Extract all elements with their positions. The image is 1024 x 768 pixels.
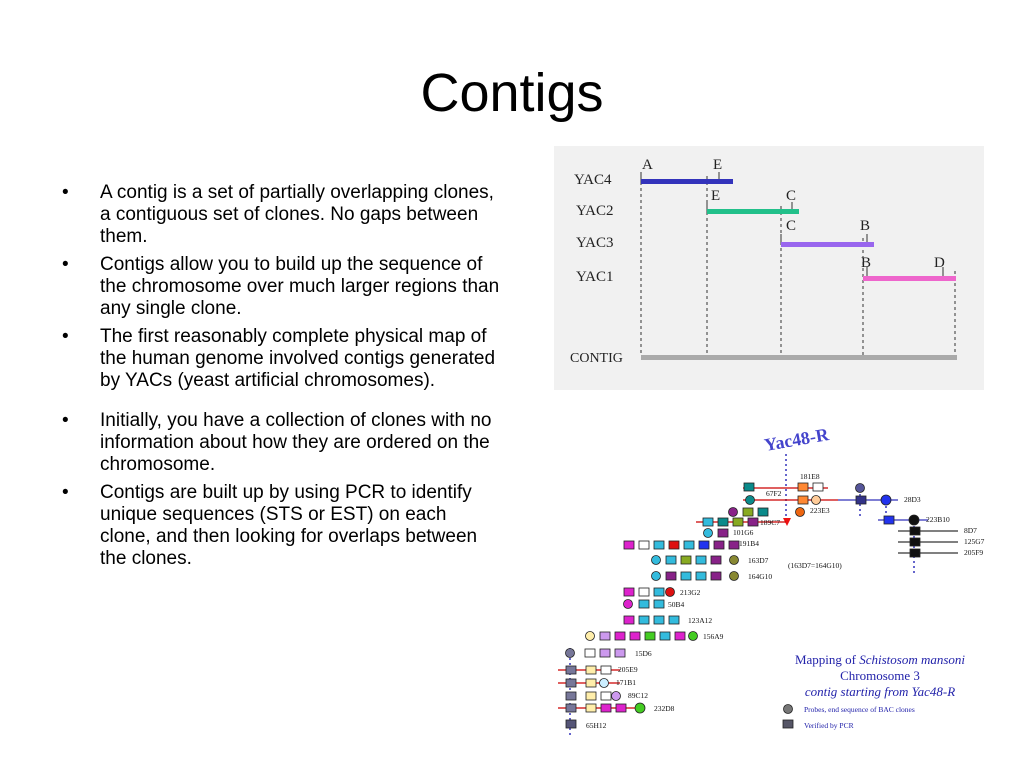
marker-letters: A E E C C B B D (642, 157, 945, 271)
bullet-icon: • (62, 482, 69, 503)
clone-label: 125G7 (964, 537, 985, 546)
yac1-bar (863, 276, 956, 281)
yac-diagram-svg: YAC4 YAC2 YAC3 YAC1 CONTIG A E E C C B B… (570, 157, 957, 366)
clone-label: 50B4 (668, 600, 685, 609)
bullet-item: • Contigs are built up by using PCR to id… (62, 482, 502, 570)
pointer-arrow-icon (783, 518, 791, 526)
marker-label: E (711, 188, 720, 204)
clone-chains (565, 482, 921, 729)
bullet-item: • Contigs allow you to build up the seque… (62, 254, 502, 320)
marker-label: A (642, 157, 653, 173)
caption-line-2: Chromosome 3 (840, 668, 920, 683)
bullet-text: Initially, you have a collection of clon… (100, 410, 492, 475)
yac2-label: YAC2 (576, 203, 614, 219)
guide-lines (640, 176, 956, 356)
clone-label: (163D7=164G10) (788, 561, 842, 570)
clone-label: 232D8 (654, 704, 675, 713)
black-lines (898, 530, 958, 554)
circle-icon (783, 704, 793, 714)
clone-label: 156A9 (703, 632, 724, 641)
yac3-bar (781, 242, 874, 247)
yac4-label: YAC4 (574, 172, 612, 188)
clone-label: 223E3 (810, 506, 830, 515)
clone-label: 65H12 (586, 721, 607, 730)
clone-label: 15D6 (635, 649, 652, 658)
yac2-bar (707, 209, 799, 214)
legend-label: Probes, end sequence of BAC clones (804, 705, 915, 714)
figure-caption: Mapping of Schistosom mansoni Chromosome… (795, 652, 965, 699)
contig-label: CONTIG (570, 351, 623, 366)
yac3-label: YAC3 (576, 235, 614, 251)
mapping-svg: Yac48-R (558, 424, 985, 738)
bullet-item: • Initially, you have a collection of clo… (62, 410, 502, 476)
clone-label: 8D7 (964, 526, 977, 535)
clone-label: 205E9 (618, 665, 638, 674)
clone-label: 28D3 (904, 495, 921, 504)
bullet-text: Contigs allow you to build up the sequen… (100, 254, 500, 319)
bullet-icon: • (62, 254, 69, 275)
clone-label: 181E8 (800, 472, 820, 481)
clone-label: 67F2 (766, 489, 782, 498)
clone-label: 189C7 (760, 518, 780, 527)
probe-lines (558, 487, 838, 709)
marker-label: E (713, 157, 722, 173)
clone-label-group: 181E8 67F2 28D3 223E3 189C7 223B10 101G6… (586, 472, 985, 730)
clone-label: 164G10 (748, 572, 772, 581)
contig-bar (641, 355, 957, 360)
figure-title: Yac48-R (763, 424, 831, 455)
clone-label: 101G6 (733, 528, 754, 537)
marker-label: C (786, 188, 796, 204)
bullet-text: A contig is a set of partially overlappi… (100, 182, 494, 247)
yac1-label: YAC1 (576, 269, 614, 285)
yac-contig-diagram: YAC4 YAC2 YAC3 YAC1 CONTIG A E E C C B B… (554, 146, 984, 390)
bullet-icon: • (62, 410, 69, 431)
marker-label: B (860, 218, 870, 234)
marker-label: D (934, 255, 945, 271)
bullet-list: • A contig is a set of partially overlapp… (62, 182, 502, 576)
clone-label: 205F9 (964, 548, 983, 557)
marker-label: B (861, 255, 871, 271)
clone-label: 213G2 (680, 588, 701, 597)
clone-label: 171B1 (616, 678, 636, 687)
square-icon (782, 719, 794, 729)
slide-title: Contigs (420, 63, 604, 123)
caption-line-3: contig starting from Yac48-R (805, 684, 955, 699)
clone-label: 123A12 (688, 616, 712, 625)
bac-mapping-figure: Yac48-R (548, 416, 1018, 756)
legend-label: Verified by PCR (804, 721, 854, 730)
bullet-item: • A contig is a set of partially overlapp… (62, 182, 502, 248)
bullet-icon: • (62, 182, 69, 203)
bullet-text: The first reasonably complete physical m… (100, 326, 496, 391)
caption-line-1: Mapping of Schistosom mansoni (795, 652, 965, 667)
bullet-item: • The first reasonably complete physical … (62, 326, 502, 392)
figure-legend: Probes, end sequence of BAC clones Verif… (782, 704, 915, 730)
marker-label: C (786, 218, 796, 234)
yac-labels: YAC4 YAC2 YAC3 YAC1 CONTIG (570, 172, 623, 366)
clone-label: 191B4 (739, 539, 759, 548)
yac4-bar (641, 179, 733, 184)
clone-label: 89C12 (628, 691, 648, 700)
clone-label: 163D7 (748, 556, 769, 565)
bullet-text: Contigs are built up by using PCR to ide… (100, 482, 478, 569)
bullet-icon: • (62, 326, 69, 347)
clone-label: 223B10 (926, 515, 950, 524)
